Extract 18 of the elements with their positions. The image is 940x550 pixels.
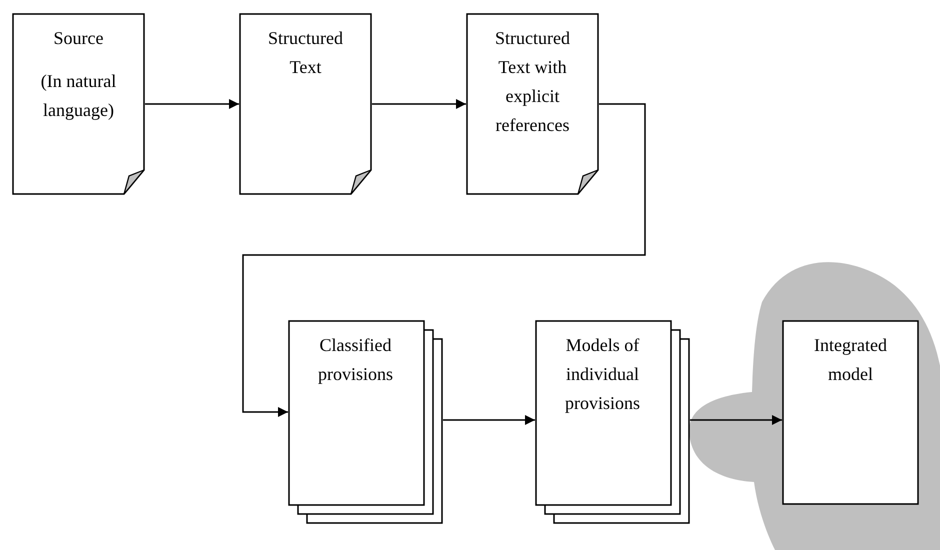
arrow (242, 103, 646, 417)
node-label: Classified provisions (316, 334, 394, 386)
arrow (443, 415, 535, 425)
stacked-documents (535, 320, 690, 524)
arrow (145, 99, 239, 109)
process-box (782, 320, 919, 505)
node-label: Integrated model (813, 334, 888, 386)
stacked-documents (288, 320, 443, 524)
document-shape (466, 13, 599, 195)
node-label: Structured Text (267, 27, 344, 79)
node-label: Source (52, 27, 104, 50)
arrow (372, 99, 466, 109)
arrow (690, 415, 782, 425)
document-shape (239, 13, 372, 195)
node-label: Models of individual provisions (564, 334, 641, 415)
node-label: Structured Text with explicit references (494, 27, 571, 137)
node-label: (In natural language) (40, 70, 118, 122)
document-shape (12, 13, 145, 195)
